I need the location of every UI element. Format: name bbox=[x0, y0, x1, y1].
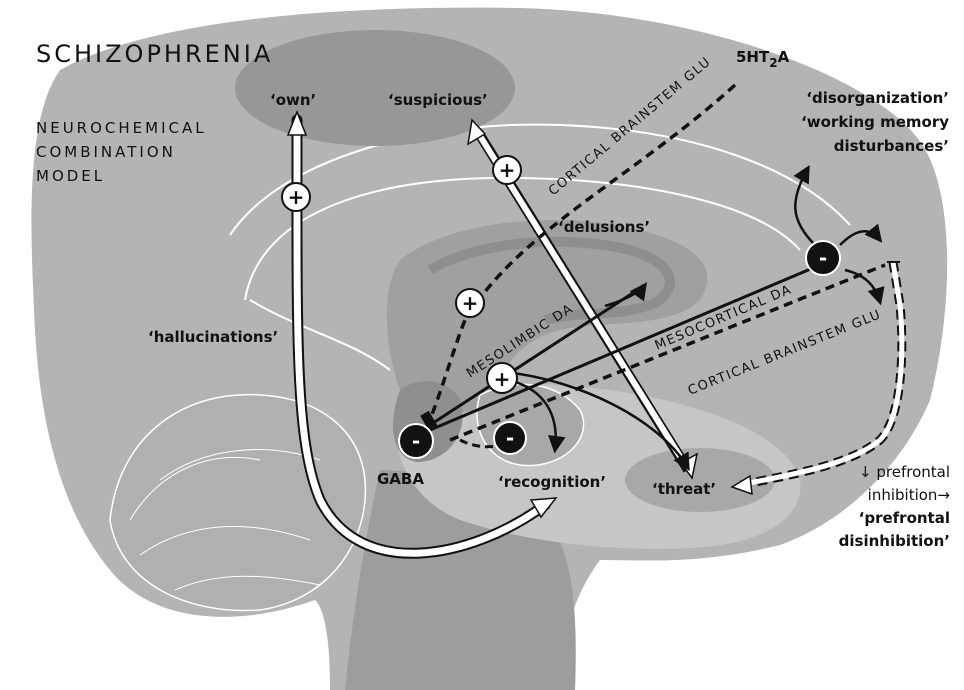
inhibition-note-2: inhibition→ bbox=[868, 486, 950, 504]
svg-text:-: - bbox=[506, 426, 514, 450]
subtitle-line-1: NEUROCHEMICAL bbox=[36, 119, 207, 137]
label-disorganization: ‘disorganization’ bbox=[806, 89, 949, 107]
svg-text:+: + bbox=[499, 158, 516, 182]
label-prefrontal-1: ‘prefrontal bbox=[859, 509, 950, 527]
minus-node-gaba: - bbox=[399, 424, 433, 458]
diagram-title: SCHIZOPHRENIA bbox=[36, 40, 273, 68]
minus-node-disorganization: - bbox=[806, 241, 840, 275]
svg-text:+: + bbox=[494, 367, 511, 391]
plus-node-delusions: + bbox=[456, 289, 484, 317]
plus-node-suspicious: + bbox=[493, 156, 521, 184]
svg-text:-: - bbox=[412, 429, 420, 453]
svg-text:+: + bbox=[462, 291, 479, 315]
label-recognition: ‘recognition’ bbox=[498, 473, 606, 491]
label-gaba: GABA bbox=[377, 470, 424, 488]
label-threat: ‘threat’ bbox=[652, 480, 716, 498]
label-suspicious: ‘suspicious’ bbox=[388, 91, 488, 109]
inhibition-note-1: ↓ prefrontal bbox=[859, 463, 950, 481]
label-working-memory-2: disturbances’ bbox=[834, 137, 949, 155]
svg-text:-: - bbox=[819, 246, 827, 270]
label-working-memory-1: ‘working memory bbox=[801, 113, 949, 131]
subtitle-line-3: MODEL bbox=[36, 167, 105, 185]
plus-node-hallucinations: + bbox=[282, 183, 310, 211]
svg-text:+: + bbox=[288, 185, 305, 209]
label-own: ‘own’ bbox=[270, 91, 316, 109]
subtitle-line-2: COMBINATION bbox=[36, 143, 176, 161]
label-prefrontal-2: disinhibition’ bbox=[839, 532, 950, 550]
label-hallucinations: ‘hallucinations’ bbox=[148, 328, 278, 346]
minus-node-recognition: - bbox=[494, 422, 526, 454]
label-delusions: ‘delusions’ bbox=[558, 218, 650, 236]
